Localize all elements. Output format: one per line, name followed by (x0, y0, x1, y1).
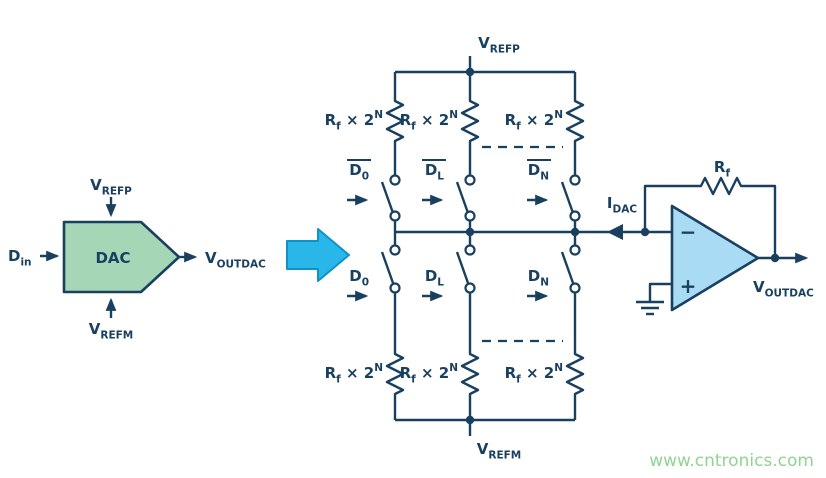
plus-input-wire (648, 282, 672, 302)
resistor-top-label: Rf × 2N (400, 109, 458, 133)
resistor-top (385, 92, 405, 150)
switch-terminal (389, 210, 401, 222)
d0-label: D0 (349, 267, 369, 289)
resistor-bottom (565, 345, 585, 403)
dac-vrefm-label: VREFM (89, 320, 134, 342)
resistor-top-label: Rf × 2N (325, 109, 383, 133)
ladder-vrefp-label: VREFP (478, 34, 520, 56)
switch-blade (455, 251, 470, 284)
dn-bar-label: DN (528, 161, 549, 183)
resistor-bottom (385, 345, 405, 403)
switch-d0-bar (380, 174, 401, 222)
ground-icon (636, 300, 664, 316)
flow-arrow-icon (286, 228, 350, 282)
output-voutdac-label: VOUTDAC (753, 278, 814, 300)
switch-terminal (464, 210, 476, 222)
resistor-top (565, 92, 585, 150)
idac-label: IDAC (607, 194, 637, 216)
ladder-branch-0: Rf × 2N Rf × 2N D0 D0 (325, 72, 405, 420)
resistor-ladder-section: VREFP VREFM Rf × 2N Rf × 2N D0 (325, 34, 672, 462)
switch-dl-bar (455, 174, 476, 222)
resistor-bottom-label: Rf × 2N (505, 362, 563, 386)
feedback-path-with-resistor (643, 176, 777, 258)
switch-terminal (569, 174, 581, 186)
dac-vrefp-label: VREFP (90, 176, 132, 198)
switch-blade (560, 251, 575, 284)
switch-terminal (464, 282, 476, 294)
switch-terminal (389, 244, 401, 256)
switch-terminal (569, 210, 581, 222)
ladder-branch-1: Rf × 2N Rf × 2N DL DL (400, 72, 480, 420)
noninverting-input-sign: + (680, 274, 697, 298)
dl-bar-label: DL (425, 161, 444, 183)
switch-blade (380, 251, 395, 284)
dac-pentagon (62, 220, 181, 294)
watermark: www.cntronics.com (649, 451, 814, 471)
switch-blade (560, 181, 575, 214)
switch-dn-bar (560, 174, 581, 222)
resistor-bottom-label: Rf × 2N (325, 362, 383, 386)
switch-dl (455, 244, 476, 294)
opamp-section: Rf − + VOUTDAC (636, 158, 814, 316)
junction-dots (465, 67, 780, 425)
d0-bar-label: D0 (349, 161, 369, 183)
resistor-top-label: Rf × 2N (505, 109, 563, 133)
dac-voutdac-label: VOUTDAC (205, 249, 266, 271)
resistor-top (460, 92, 480, 150)
switch-terminal (389, 282, 401, 294)
resistor-bottom (460, 345, 480, 403)
inverting-input-sign: − (680, 220, 697, 244)
switch-dn (560, 244, 581, 294)
dac-block-section: VREFP VREFM Din DAC VOUTDAC (8, 176, 266, 342)
ladder-vrefm-label: VREFM (477, 440, 522, 462)
din-label: Din (8, 247, 32, 269)
dn-label: DN (528, 267, 549, 289)
dl-label: DL (425, 267, 444, 289)
switch-terminal (389, 174, 401, 186)
switch-terminal (464, 244, 476, 256)
switch-terminal (569, 244, 581, 256)
switch-blade (455, 181, 470, 214)
idac-current-arrow (607, 224, 623, 240)
ladder-branch-2: Rf × 2N Rf × 2N DN DN (505, 72, 585, 420)
switch-terminal (464, 174, 476, 186)
opamp-triangle (670, 204, 760, 312)
resistor-bottom-label: Rf × 2N (400, 362, 458, 386)
switch-blade (380, 181, 395, 214)
feedback-rf-label: Rf (714, 158, 731, 180)
switch-d0 (380, 244, 401, 294)
switch-terminal (569, 282, 581, 294)
dac-title: DAC (95, 249, 130, 267)
